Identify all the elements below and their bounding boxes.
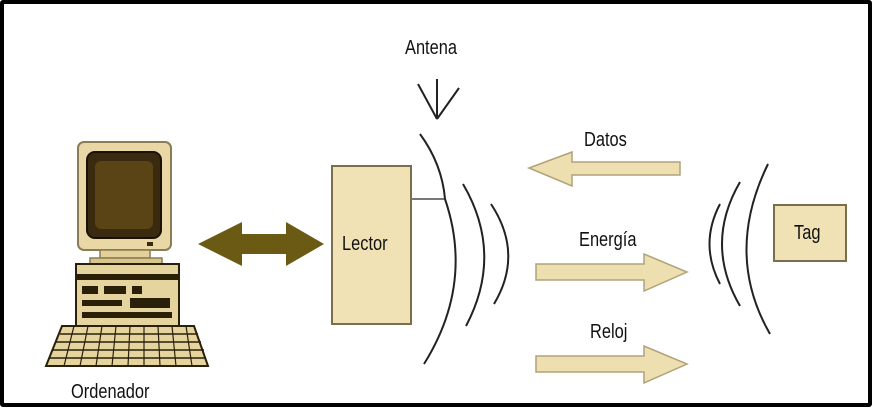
antenna-label: Antena (405, 37, 457, 59)
diagram-canvas (44, 79, 847, 385)
tag-waves (708, 163, 771, 335)
desktop-computer-icon (44, 141, 210, 367)
data-label: Datos (584, 129, 627, 151)
reader-label: Lector (342, 233, 388, 255)
energy-arrow (535, 252, 689, 293)
data-arrow (526, 150, 681, 188)
energy-label: Energía (579, 229, 637, 251)
antenna-icon (417, 79, 460, 365)
tag-box (773, 204, 847, 262)
reader-box (331, 165, 412, 325)
bidirectional-arrow (198, 222, 324, 266)
clock-label: Reloj (590, 321, 628, 343)
reader-waves (462, 183, 510, 327)
tag-label: Tag (794, 222, 821, 244)
computer-label: Ordenador (71, 381, 150, 403)
clock-arrow (535, 344, 689, 385)
